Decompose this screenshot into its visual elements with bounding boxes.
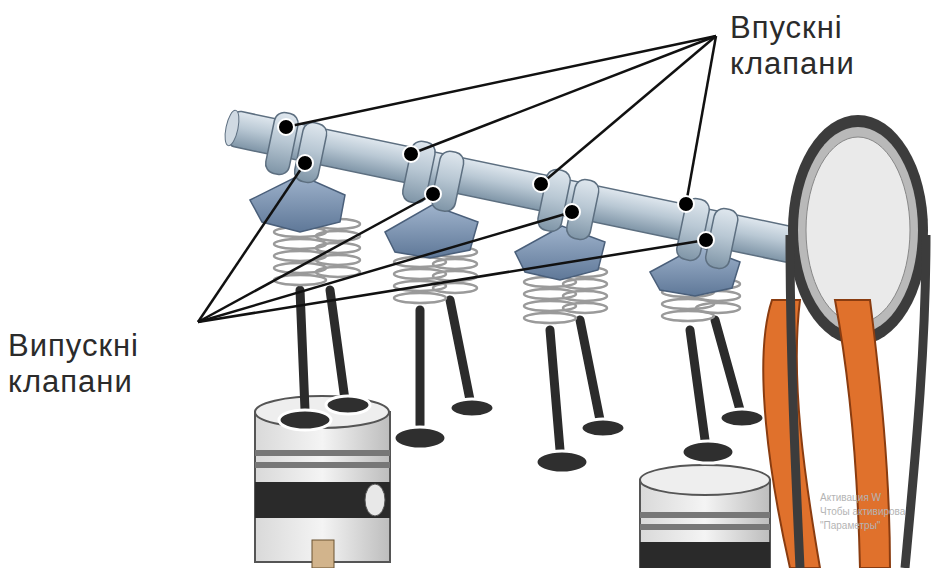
piston xyxy=(255,396,390,568)
leader-line xyxy=(198,36,716,322)
piston xyxy=(640,465,770,568)
camshaft xyxy=(218,101,800,282)
watermark: Активация W xyxy=(820,492,881,504)
part-label: Випускні клапани xyxy=(8,328,198,399)
part-label: Впускні клапани xyxy=(730,10,895,81)
valve xyxy=(300,290,740,450)
watermark: "Параметры" xyxy=(820,520,880,532)
watermark: Чтобы активирова xyxy=(820,506,905,518)
leader-dot xyxy=(278,119,714,248)
timing-pulley xyxy=(763,115,928,568)
valve-head xyxy=(279,396,764,473)
